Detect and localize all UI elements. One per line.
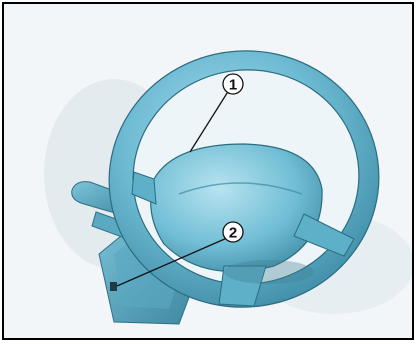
- column-switch: [110, 282, 117, 291]
- callout-1-label: 1: [229, 77, 237, 94]
- callout-2-label: 2: [229, 225, 237, 242]
- steering-wheel-illustration: 1 2: [4, 4, 414, 340]
- figure-frame: 1 2: [2, 2, 414, 340]
